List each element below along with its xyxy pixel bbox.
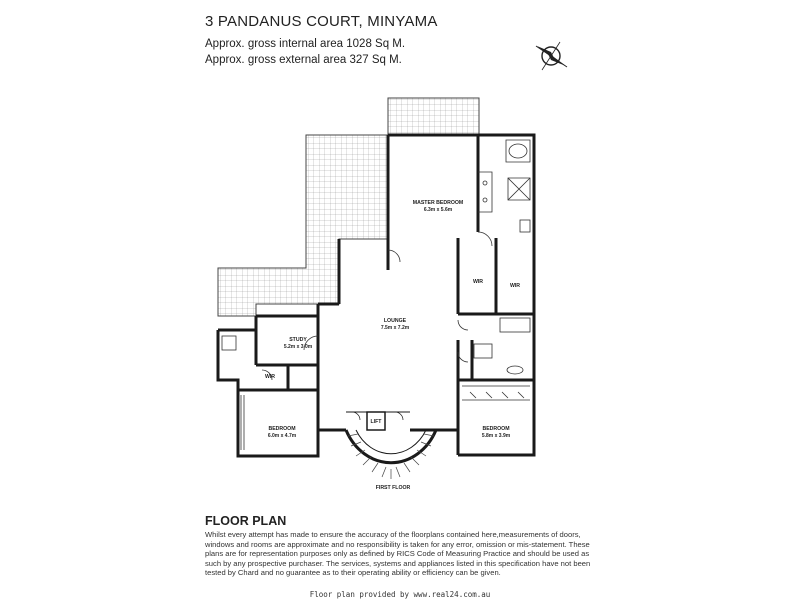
bedroom-left-size: 6.0m x 4.7m <box>268 433 297 439</box>
external-area-text: Approx. gross external area 327 Sq M. <box>205 54 402 66</box>
bedroom-left-label: BEDROOM <box>268 426 295 432</box>
bedroom-right-size: 5.8m x 3.9m <box>482 433 511 439</box>
wir-label-1: WIR <box>473 279 483 285</box>
internal-area-text: Approx. gross internal area 1028 Sq M. <box>205 38 406 50</box>
study-size: 5.2m x 3.0m <box>284 344 313 350</box>
wir-label-3: WIR <box>265 374 275 380</box>
floor-plan-heading: FLOOR PLAN <box>205 514 287 528</box>
disclaimer-text: Whilst every attempt has made to ensure … <box>205 530 591 578</box>
master-bedroom-size: 6.3m x 5.6m <box>424 207 453 213</box>
page-title: 3 PANDANUS COURT, MINYAMA <box>205 13 438 30</box>
lift-label: LIFT <box>371 419 383 425</box>
lounge-size: 7.5m x 7.2m <box>381 325 410 331</box>
wir-label-2: WIR <box>510 283 520 289</box>
fixtures <box>221 139 531 450</box>
credit-text: Floor plan provided by www.real24.com.au <box>309 590 491 599</box>
terrace-tiles <box>217 97 480 317</box>
walls <box>216 133 536 458</box>
lounge-label: LOUNGE <box>384 318 407 324</box>
north-arrow-icon <box>535 41 568 71</box>
bedroom-right-label: BEDROOM <box>482 426 509 432</box>
room-labels: MASTER BEDROOM 6.3m x 5.6m WIR WIR LOUNG… <box>265 200 520 491</box>
floor-label: FIRST FLOOR <box>376 485 411 491</box>
study-label: STUDY <box>289 337 307 343</box>
master-bedroom-label: MASTER BEDROOM <box>413 200 463 206</box>
curved-stair <box>344 411 438 479</box>
